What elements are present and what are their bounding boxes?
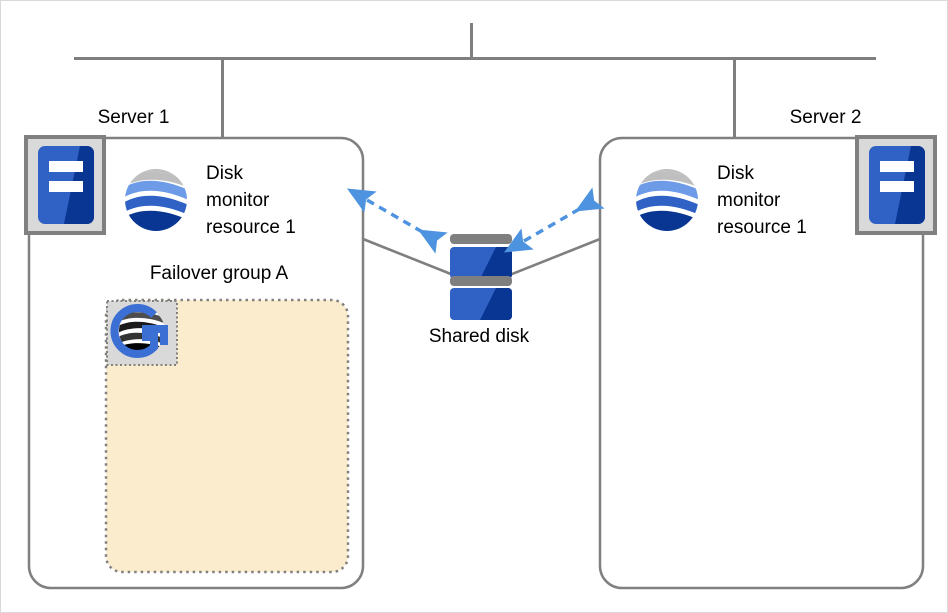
failover-group-a-label: Failover group A xyxy=(149,263,289,284)
failover-group-icon xyxy=(106,300,178,366)
failover-group-g-ring xyxy=(110,304,168,358)
failover-group-a-box[interactable] xyxy=(104,298,350,574)
server-2-box[interactable] xyxy=(598,136,925,590)
server-icon-bar-bottom xyxy=(49,181,83,192)
disk-monitor-resource-1-label-server1: Disk monitor resource 1 xyxy=(206,163,296,238)
server-1-label: Server 1 xyxy=(97,107,170,128)
server-1-icon xyxy=(24,135,106,235)
disk-monitor-resource-1-label-server2: Disk monitor resource 1 xyxy=(717,163,807,238)
server-2-label: Server 2 xyxy=(789,107,862,128)
shared-disk-label: Shared disk xyxy=(428,326,530,347)
arrow-server2-to-disk xyxy=(503,187,605,253)
network-bus-group xyxy=(74,23,876,138)
server-icon-bar-top xyxy=(880,161,914,172)
disk-top-platter-bar xyxy=(450,234,512,244)
server-2-icon xyxy=(855,135,937,235)
server-icon-bar-top xyxy=(49,161,83,172)
server-icon-bar-bottom xyxy=(880,181,914,192)
disk-mid-platter-bar xyxy=(450,276,512,286)
disk-stack-icon xyxy=(450,234,512,320)
arrow-server1-to-disk xyxy=(346,188,448,254)
